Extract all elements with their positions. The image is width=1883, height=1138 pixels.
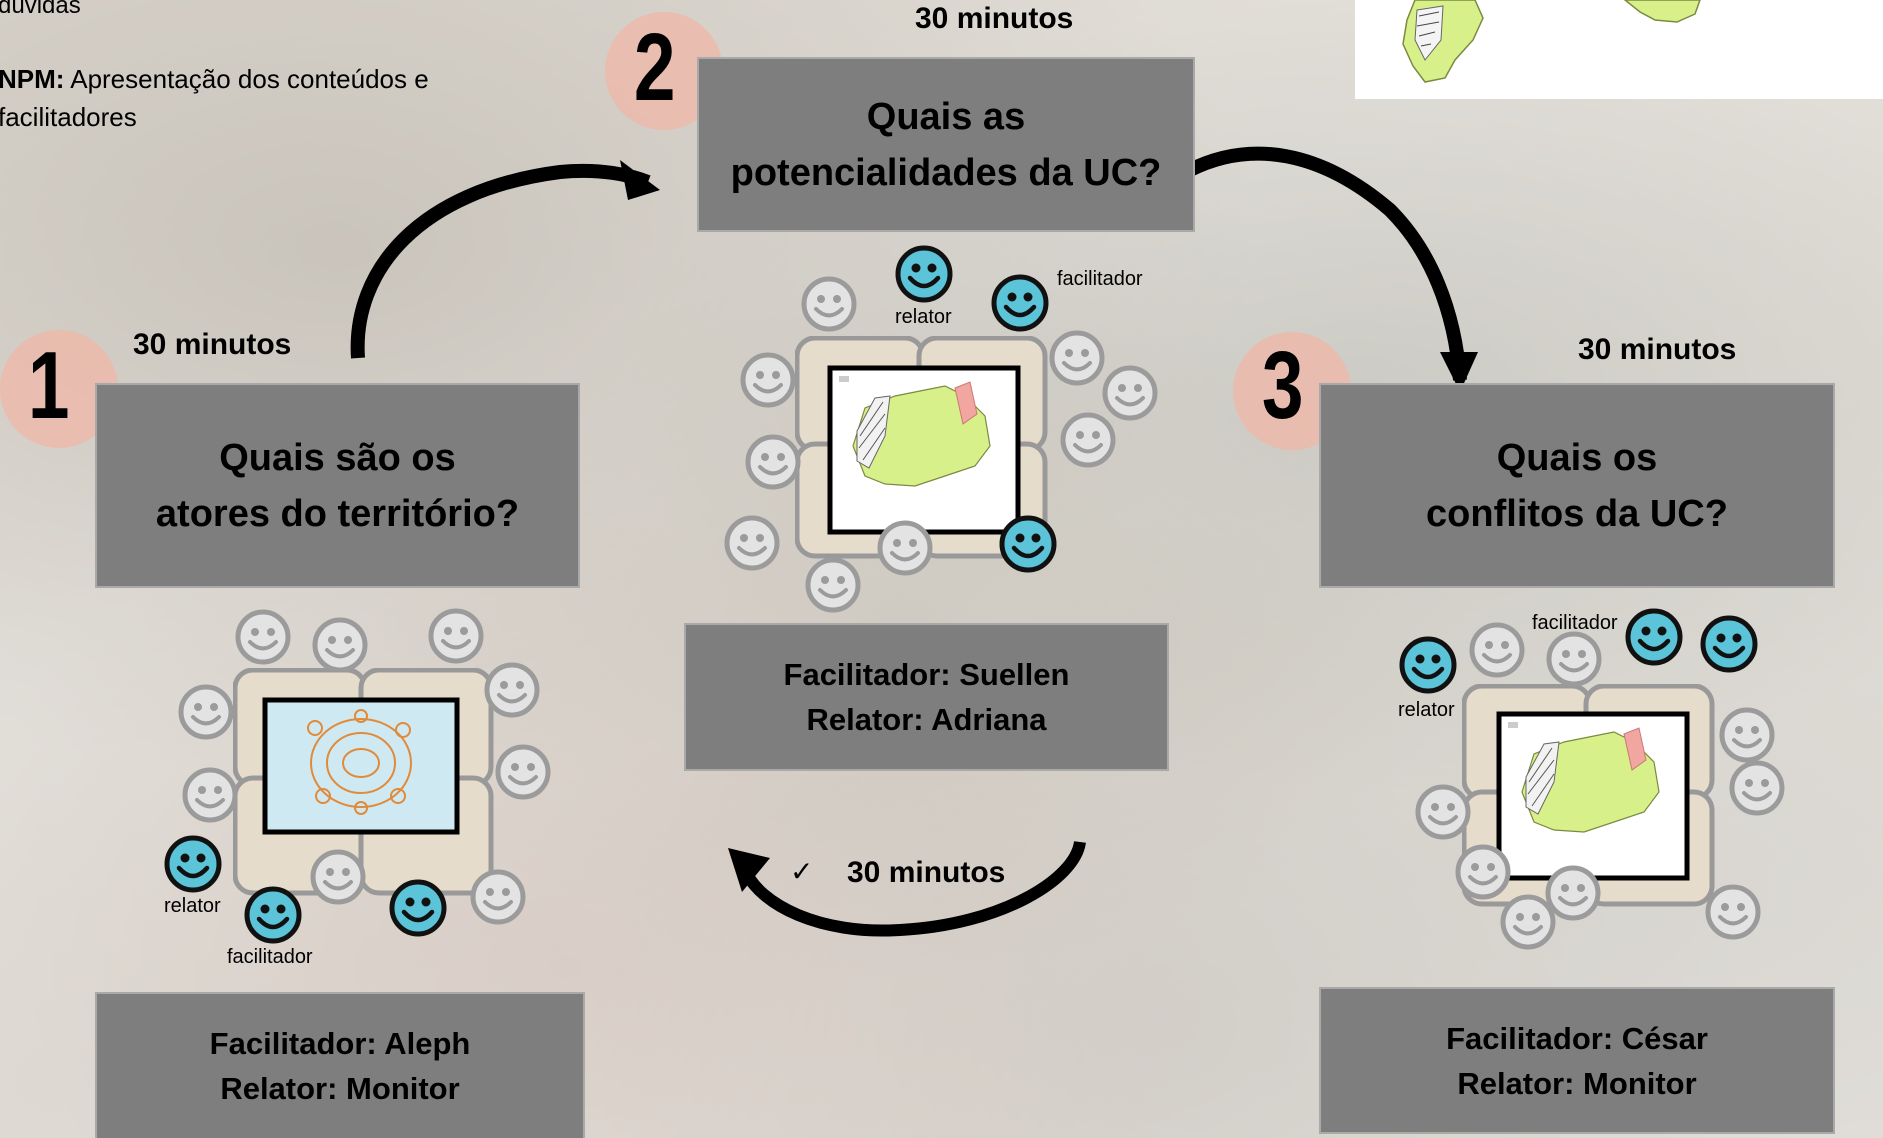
npm-text: Apresentação dos conteúdos e (64, 64, 429, 94)
participant-icon (181, 687, 231, 737)
station-3-relator-label: relator (1398, 699, 1455, 721)
participant-icon (487, 665, 537, 715)
participant-icon (880, 523, 930, 573)
participant-blue-icon (392, 882, 444, 934)
station-3-time: 30 minutos (1578, 333, 1737, 366)
station-2-reporter: Relator: Adriana (806, 702, 1047, 737)
station-2-number: 2 (633, 14, 676, 121)
participant-icon (313, 852, 363, 902)
station-3-facilitator: Facilitador: César (1446, 1020, 1708, 1056)
participant-blue-icon (1002, 518, 1054, 570)
participant-icon (1722, 710, 1772, 760)
participant-icon (748, 437, 798, 487)
station-2-facilitator: Facilitador: Suellen (783, 657, 1070, 692)
participant-icon (1549, 634, 1599, 684)
station-2-time: 30 minutos (915, 2, 1074, 35)
participant-icon (1732, 763, 1782, 813)
station-2-relator-label: relator (895, 306, 952, 328)
participant-icon (1472, 625, 1522, 675)
station-3-facilitador-label: facilitador (1532, 612, 1618, 634)
intro-npm-line-2: facilitadores (0, 102, 137, 132)
station-3-reporter: Relator: Monitor (1457, 1065, 1697, 1101)
participant-icon (727, 518, 777, 568)
station-3-question-line-2: conflitos da UC? (1426, 492, 1728, 535)
participant-icon (808, 560, 858, 610)
facilitador-smiley-icon (247, 889, 299, 941)
rotation-checkmark: ✓ (790, 856, 814, 887)
participant-icon (1458, 847, 1508, 897)
station-1-question-line-2: atores do território? (155, 492, 520, 535)
participant-icon (498, 747, 548, 797)
intro-npm: NPM: Apresentação dos conteúdos e (0, 64, 429, 95)
relator-smiley-icon (167, 838, 219, 890)
rotation-time: 30 minutos (847, 856, 1006, 889)
station-1-relator-label: relator (164, 895, 221, 917)
facilitador-smiley-icon (1628, 611, 1680, 663)
station-1-question-box: Quais são os atores do território? (95, 383, 580, 588)
station-1-roles-box: Facilitador: Aleph Relator: Monitor (95, 992, 585, 1138)
relator-smiley-icon (898, 248, 950, 300)
map-thumbnail (1355, 0, 1883, 99)
station-1-question-line-1: Quais são os (219, 436, 456, 479)
station-1-number: 1 (27, 332, 70, 439)
participant-icon (743, 355, 793, 405)
station-3-question-box: Quais os conflitos da UC? (1319, 383, 1835, 588)
participant-icon (1052, 333, 1102, 383)
station-1-facilitador-label: facilitador (227, 946, 313, 968)
participant-icon (1503, 897, 1553, 947)
facilitador-smiley-icon (994, 277, 1046, 329)
participant-icon (1418, 787, 1468, 837)
station-1-reporter: Relator: Monitor (220, 1071, 460, 1106)
relator-smiley-icon (1402, 639, 1454, 691)
participant-icon (1063, 415, 1113, 465)
participant-icon (431, 611, 481, 661)
station-2-roles-box: Facilitador: Suellen Relator: Adriana (684, 623, 1169, 771)
station-2-question-box: Quais as potencialidades da UC? (697, 57, 1195, 232)
participant-icon (315, 620, 365, 670)
station-1-time: 30 minutos (133, 328, 292, 361)
participant-icon (185, 770, 235, 820)
station-2-question-line-2: potencialidades da UC? (730, 151, 1162, 194)
station-3-number: 3 (1261, 332, 1304, 439)
participant-icon (804, 279, 854, 329)
participant-icon (473, 872, 523, 922)
station-1-facilitator: Facilitador: Aleph (209, 1026, 471, 1061)
station-2-question-line-1: Quais as (866, 95, 1026, 138)
station-3-roles-box: Facilitador: César Relator: Monitor (1319, 987, 1835, 1134)
npm-label: NPM: (0, 64, 65, 94)
participant-icon (1708, 887, 1758, 937)
station-3-question-line-1: Quais os (1496, 436, 1658, 479)
participant-icon (1105, 368, 1155, 418)
participant-icon (1548, 868, 1598, 918)
intro-line-1: dúvidas (0, 0, 81, 19)
station-2-facilitador-label: facilitador (1057, 268, 1143, 290)
participant-icon (238, 612, 288, 662)
participant-blue-icon (1703, 618, 1755, 670)
